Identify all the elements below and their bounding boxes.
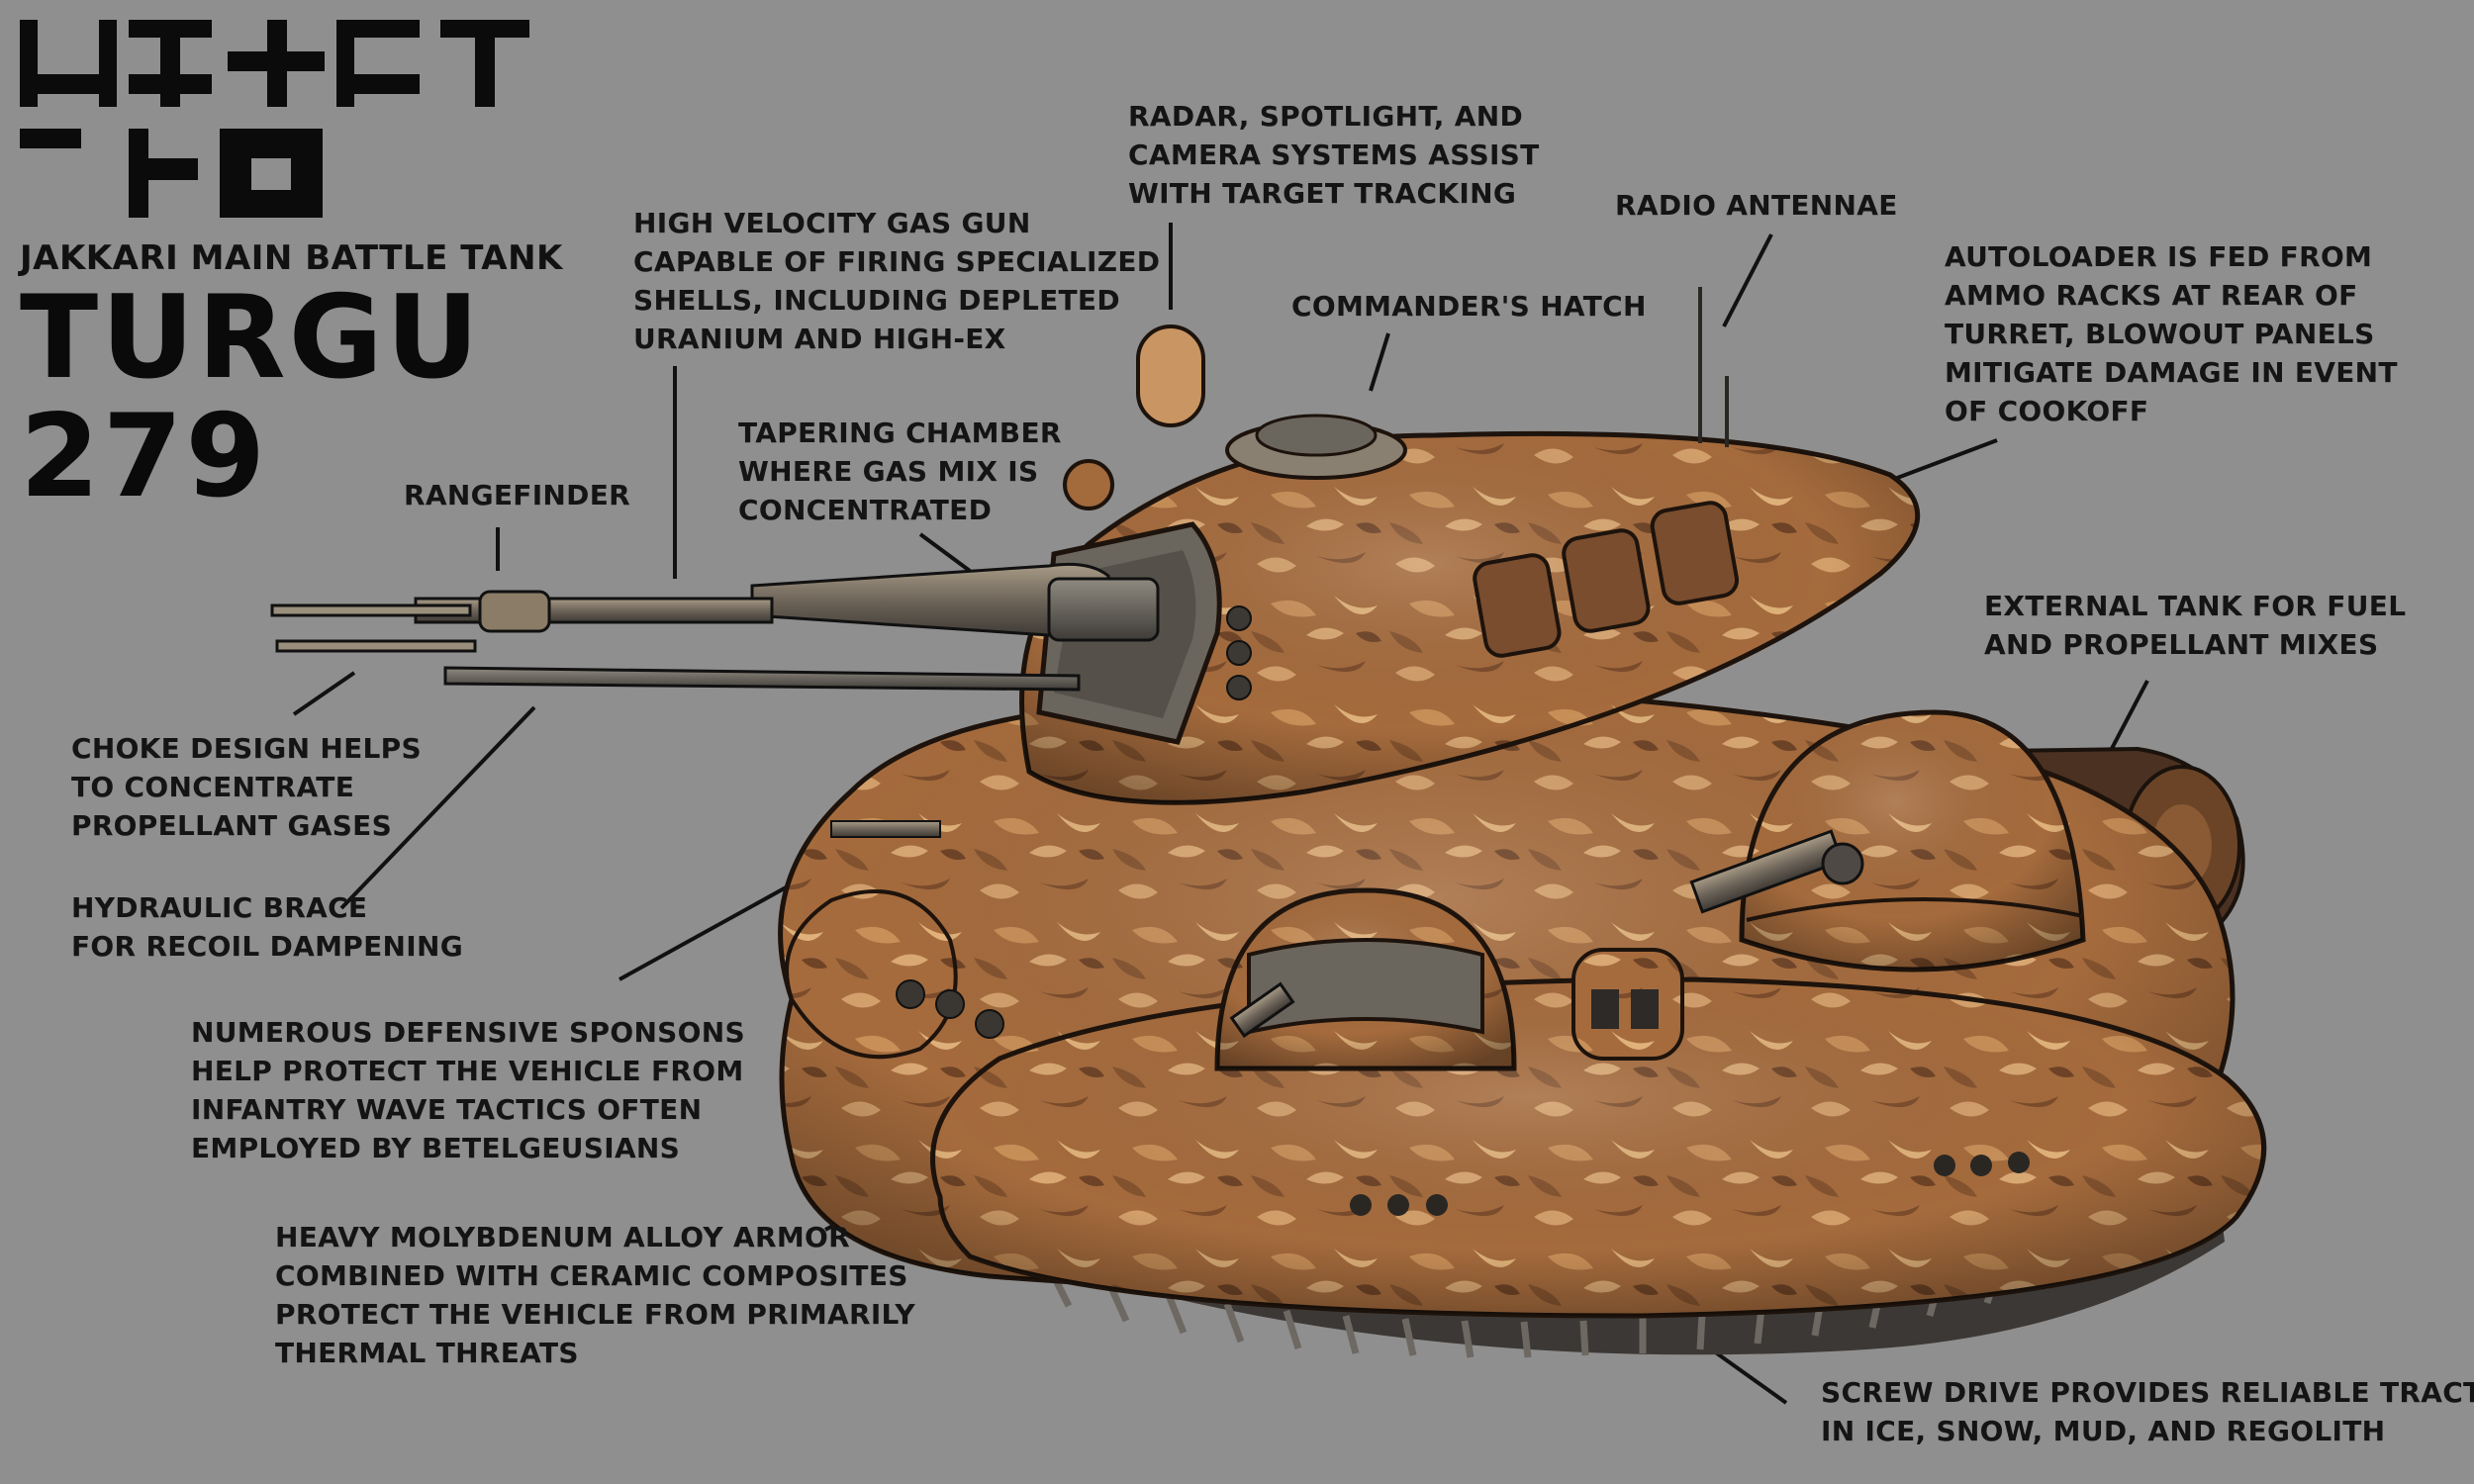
callout-commanders-hatch: COMMANDER'S HATCH <box>1291 290 1647 323</box>
vehicle-name: TURGU <box>20 271 483 405</box>
callout-radio-antennae: RADIO ANTENNAE <box>1615 189 1898 222</box>
hull-hatch-block <box>1571 948 1684 1061</box>
faction-logo <box>20 20 529 218</box>
vehicle-class: JAKKARI MAIN BATTLE TANK <box>20 238 563 278</box>
front-sponson <box>1214 887 1517 1071</box>
main-gun <box>270 562 1160 692</box>
turret <box>1019 287 1920 805</box>
callout-rangefinder: RANGEFINDER <box>404 479 630 511</box>
vehicle-number: 279 <box>20 390 269 523</box>
rear-sponson <box>1689 709 2086 973</box>
